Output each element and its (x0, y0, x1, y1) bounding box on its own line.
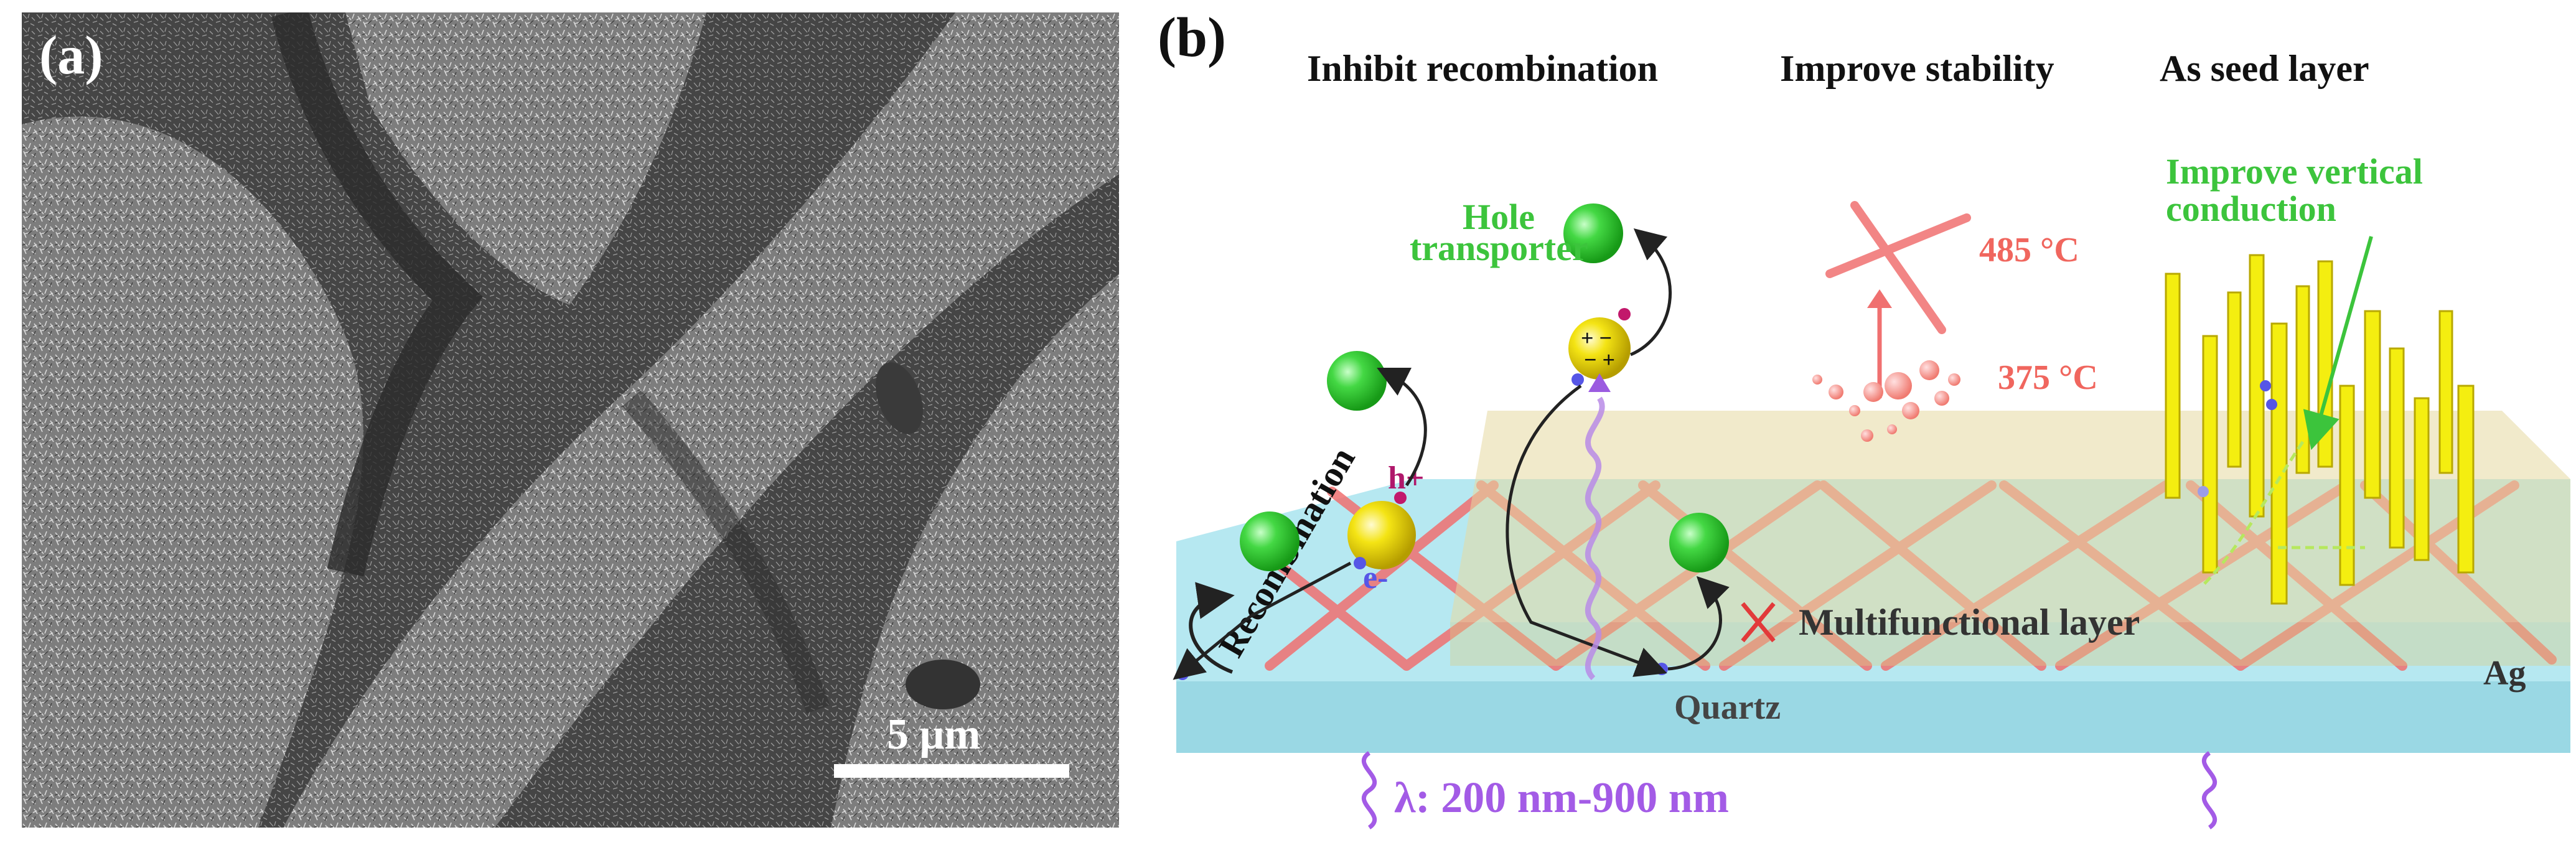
quartz-label: Quartz (1674, 688, 1781, 727)
recombination-blocked-arrow (1667, 576, 1730, 671)
hole-transfer-arrow (1630, 228, 1672, 357)
sem-valley (271, 12, 483, 577)
ag-label: Ag (2483, 654, 2526, 693)
electron-symbol: e- (1363, 560, 1388, 595)
improve-vertical-label: conduction (2166, 189, 2336, 229)
sem-ridge-left (22, 116, 363, 828)
hole-transporter-ball (1327, 351, 1387, 411)
heading-improve-stability: Improve stability (1780, 48, 2054, 89)
electron-dot (2266, 399, 2277, 410)
photon-wave (1585, 396, 1605, 681)
recombination-arrow (1189, 582, 1235, 674)
quartz-substrate-side (1176, 681, 2570, 753)
scale-bar (834, 764, 1069, 778)
sem-ridge-top (345, 12, 706, 305)
heading-seed-layer: As seed layer (2160, 48, 2369, 89)
charge-signs: − + (1584, 347, 1615, 372)
hole-dot (1618, 308, 1631, 320)
sem-debris-2 (906, 660, 980, 709)
heading-inhibit-recombination: Inhibit recombination (1307, 48, 1658, 89)
improve-vertical-label: Improve vertical (2166, 151, 2423, 192)
temperature-high: 485 °C (1979, 231, 2079, 269)
multifunctional-layer-front (1450, 622, 2570, 666)
panel-b-label: (b) (1158, 7, 1226, 68)
hole-transporter-ball (1669, 513, 1729, 572)
electron-dot (2260, 380, 2271, 391)
sem-valley-2 (622, 390, 830, 714)
hole-transporter-ball (1563, 203, 1623, 263)
melting-nanowire (1825, 201, 1971, 334)
sem-image: 5 μm (a) (22, 12, 1119, 828)
sem-ridge-right (831, 274, 1119, 828)
blocked-cross-icon (1741, 602, 1776, 643)
electron-dot (1354, 557, 1366, 569)
absorber-particle (1347, 501, 1416, 569)
schematic-panel: (b) Inhibit recombination Improve stabil… (1145, 0, 2576, 845)
wavelength-wave-icon (2202, 751, 2217, 829)
conduction-pointer (2303, 236, 2373, 451)
electron-dot (1656, 663, 1668, 675)
charge-signs: + − (1581, 325, 1612, 350)
wavelength-wave-icon (1362, 751, 1377, 829)
multifunctional-layer-top (1450, 411, 2570, 622)
electron-transfer-arrow (1173, 561, 1352, 680)
electron-dot (1571, 373, 1584, 386)
nanorod-array (2165, 254, 2475, 605)
photon-arrowhead (1588, 373, 1611, 392)
absorber-particle (1568, 317, 1631, 380)
hole-transporter-label: transporter (1410, 228, 1588, 268)
multifunctional-layer-label: Multifunctional layer (1799, 602, 2140, 643)
electron-dot (2198, 486, 2209, 497)
heating-arrowhead (1867, 289, 1892, 308)
vertical-current-path (2202, 441, 2365, 586)
silver-droplets (1812, 360, 1960, 442)
panel-a-label: (a) (39, 26, 103, 86)
scale-bar-label: 5 μm (887, 711, 981, 759)
temperature-low: 375 °C (1998, 358, 2098, 397)
sem-debris (876, 362, 923, 434)
electron-transfer-arrow (1506, 384, 1667, 677)
sem-ridge-diagonal (283, 12, 1119, 828)
hole-transfer-arrow (1377, 368, 1427, 487)
hole-transporter-ball (1240, 511, 1300, 571)
hole-transporter-label: Hole (1463, 197, 1535, 237)
hole-dot (1394, 492, 1407, 504)
wavelength-label: λ: 200 nm-900 nm (1394, 774, 1729, 822)
